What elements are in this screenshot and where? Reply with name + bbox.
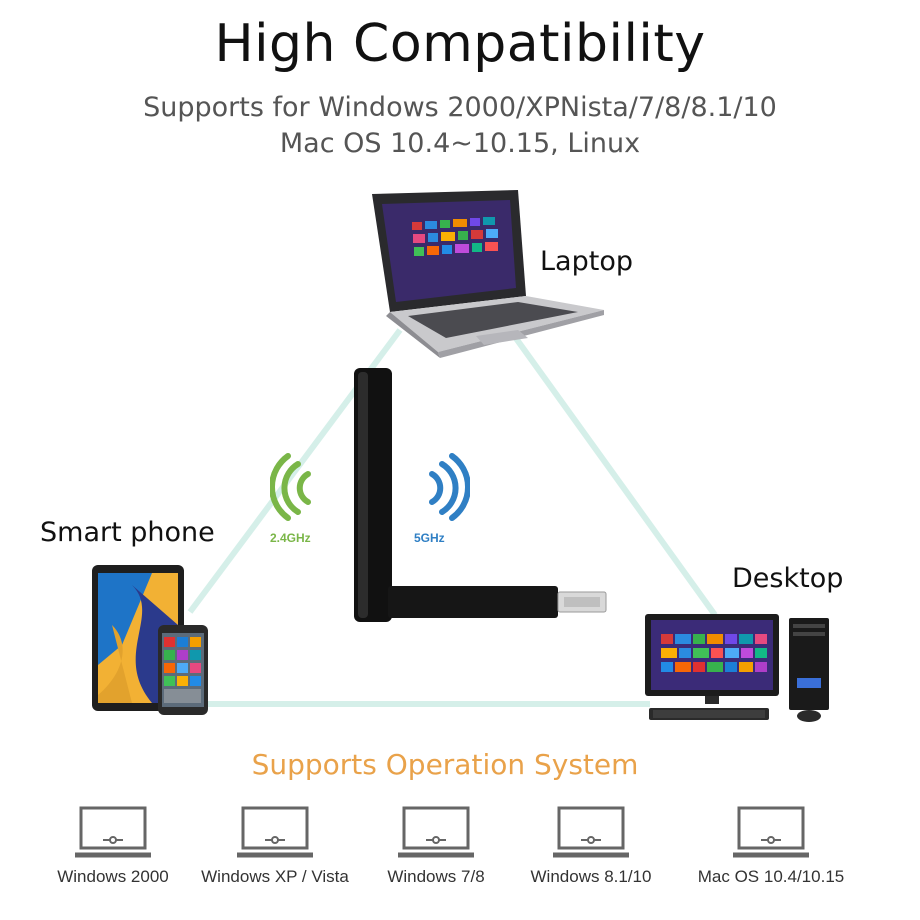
os-item: Mac OS 10.4/10.15 xyxy=(688,806,854,887)
laptop-outline-icon xyxy=(398,806,474,858)
frequency-5ghz-label: 5GHz xyxy=(414,531,445,545)
os-item-label: Windows 2000 xyxy=(57,867,169,886)
desktop-computer-image xyxy=(645,614,829,722)
desktop-windows-tiles xyxy=(661,634,767,672)
link-laptop-desktop xyxy=(507,328,718,617)
smart-phone-label: Smart phone xyxy=(40,517,215,548)
phone-app-tiles xyxy=(164,637,201,703)
os-item-label: Windows XP / Vista xyxy=(201,867,349,886)
laptop-outline-icon xyxy=(733,806,809,858)
subtitle-line-1: Supports for Windows 2000/XPNista/7/8/8.… xyxy=(143,92,777,123)
os-item-label: Mac OS 10.4/10.15 xyxy=(697,867,845,886)
os-item: Windows 8.1/10 xyxy=(522,806,660,887)
frequency-2-4ghz-label: 2.4GHz xyxy=(270,531,311,545)
laptop-outline-icon xyxy=(75,806,151,858)
os-item: Windows XP / Vista xyxy=(194,806,356,887)
laptop-label: Laptop xyxy=(540,246,633,277)
os-item: Windows 7/8 xyxy=(380,806,492,887)
desktop-label: Desktop xyxy=(732,563,844,594)
signal-2-4ghz-icon xyxy=(270,453,311,521)
laptop-outline-icon xyxy=(237,806,313,858)
signal-5ghz-icon xyxy=(429,453,470,521)
page-title: High Compatibility xyxy=(214,14,706,74)
windows-tiles xyxy=(412,217,498,256)
laptop-outline-icon xyxy=(553,806,629,858)
laptop-image xyxy=(372,190,604,358)
smart-phone-image xyxy=(92,565,208,715)
os-item-label: Windows 7/8 xyxy=(387,867,485,886)
usb-wifi-adapter-image xyxy=(354,368,607,622)
subtitle-line-2: Mac OS 10.4~10.15, Linux xyxy=(279,128,641,159)
os-item-label: Windows 8.1/10 xyxy=(530,867,652,886)
os-section-heading: Supports Operation System xyxy=(251,748,639,781)
os-item: Windows 2000 xyxy=(52,806,174,887)
